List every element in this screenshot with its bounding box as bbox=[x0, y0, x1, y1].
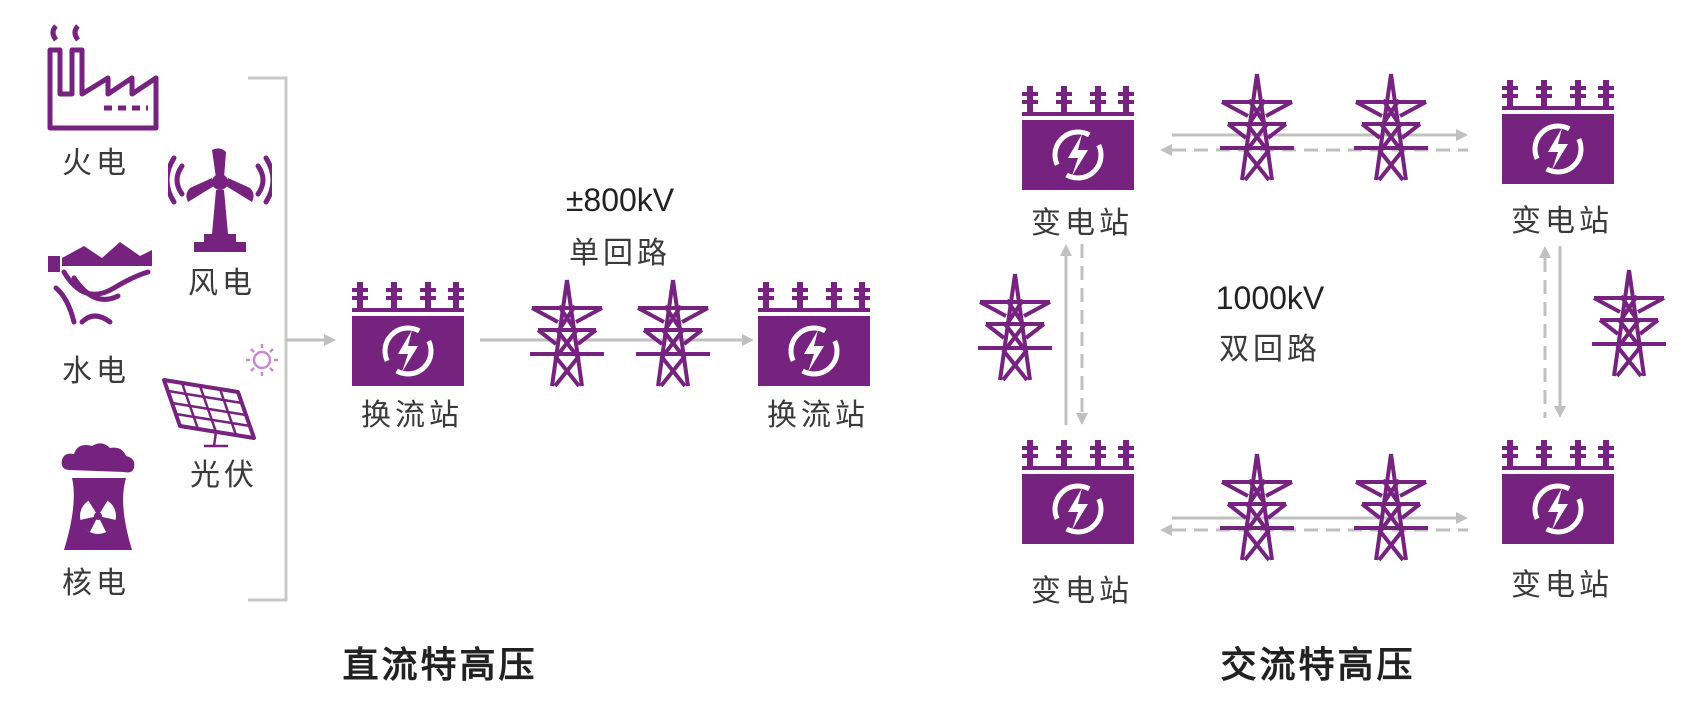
transmission-tower-icon bbox=[1352, 72, 1430, 186]
transmission-tower-icon bbox=[1218, 452, 1296, 566]
dc-voltage: ±800kV bbox=[565, 182, 675, 218]
substation-label-top-right: 变电站 bbox=[1511, 204, 1613, 239]
dc-line-arrowhead bbox=[742, 334, 754, 346]
substation-icon bbox=[1502, 440, 1614, 548]
nuclear-plant-icon bbox=[61, 443, 135, 550]
transmission-tower-icon bbox=[1218, 72, 1296, 186]
substation-label-bottom-right: 变电站 bbox=[1511, 568, 1613, 603]
ac-title: 交流特高压 bbox=[1220, 644, 1416, 686]
bracket-arrowhead bbox=[324, 334, 336, 346]
source-label-thermal: 火电 bbox=[62, 146, 130, 181]
substation-icon bbox=[1022, 440, 1134, 548]
converter-station-icon bbox=[352, 282, 464, 390]
wind-turbine-icon bbox=[168, 148, 272, 252]
substation-icon bbox=[1022, 86, 1134, 194]
transmission-tower-icon bbox=[634, 278, 712, 392]
substation-label-bottom-left: 变电站 bbox=[1031, 574, 1133, 609]
ac-voltage: 1000kV bbox=[1215, 280, 1325, 316]
ac-circuit: 双回路 bbox=[1219, 332, 1321, 367]
solar-panel-icon bbox=[162, 344, 278, 448]
source-label-solar: 光伏 bbox=[190, 458, 258, 493]
substation-icon bbox=[1502, 80, 1614, 188]
dc-circuit: 单回路 bbox=[569, 236, 671, 271]
converter-station-icon bbox=[758, 282, 870, 390]
dc-title: 直流特高压 bbox=[342, 644, 538, 686]
substation-label-top-left: 变电站 bbox=[1031, 206, 1133, 241]
transmission-tower-icon bbox=[1590, 268, 1668, 382]
thermal-plant-icon bbox=[47, 24, 159, 131]
source-label-wind: 风电 bbox=[188, 266, 256, 301]
source-label-nuclear: 核电 bbox=[62, 566, 130, 601]
transmission-tower-icon bbox=[976, 272, 1054, 386]
converter-station-label-2: 换流站 bbox=[767, 398, 869, 433]
transmission-tower-icon bbox=[1352, 452, 1430, 566]
source-label-hydro: 水电 bbox=[62, 354, 130, 389]
hydro-dam-icon bbox=[48, 242, 152, 325]
transmission-tower-icon bbox=[528, 278, 606, 392]
converter-station-label-1: 换流站 bbox=[361, 398, 463, 433]
